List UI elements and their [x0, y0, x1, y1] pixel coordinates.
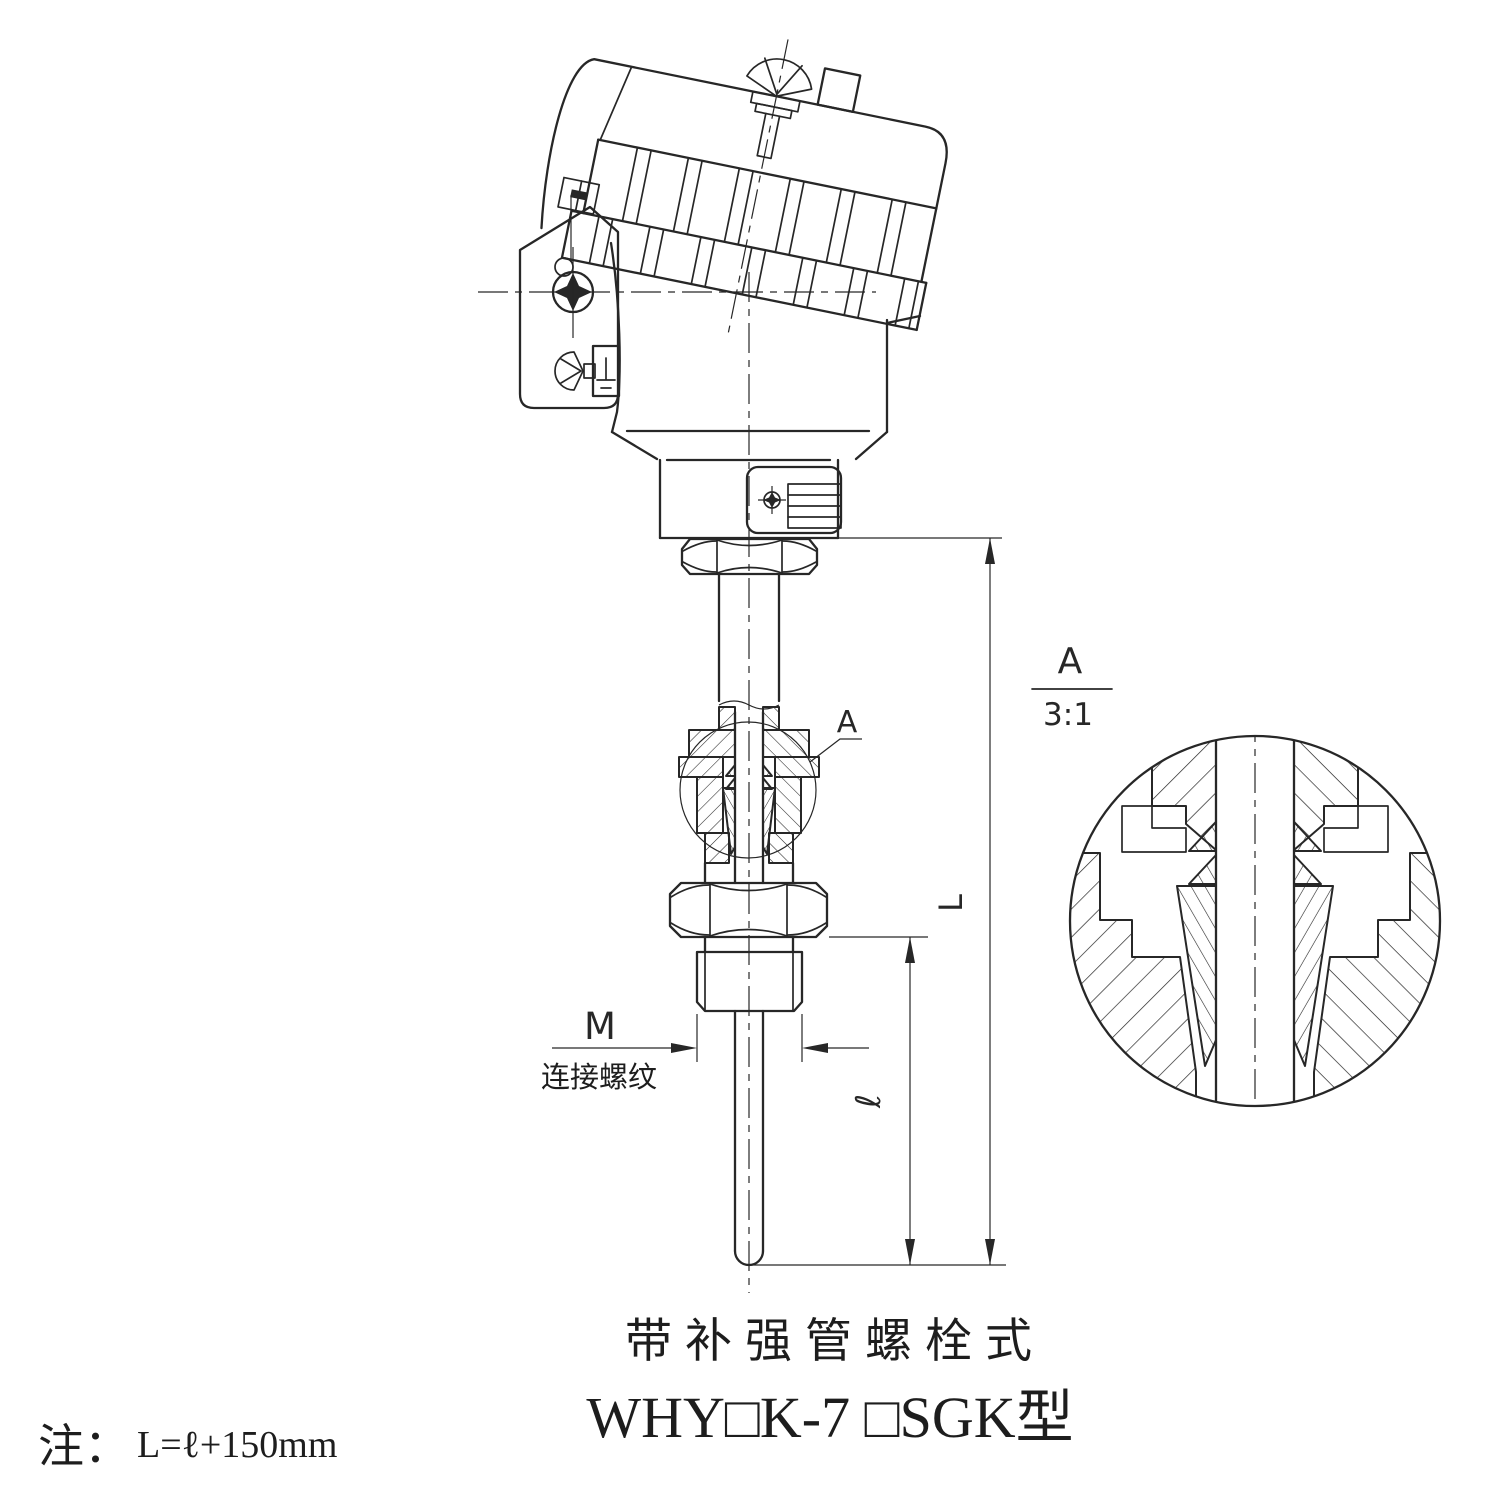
thread-depth-lines	[704, 951, 794, 1011]
detail-spacer-outline	[1121, 805, 1187, 853]
detail-section-content	[1070, 736, 1440, 1106]
detail-leader-line	[809, 738, 862, 763]
gland-collar-section	[704, 832, 730, 864]
hex-nut-upper	[680, 537, 819, 576]
nut-facets	[709, 882, 788, 938]
hex-nut-lower	[668, 881, 829, 939]
detail-gland-section	[1137, 736, 1217, 851]
wing-screw-ribs	[763, 57, 803, 96]
process-thread-bushing	[695, 950, 804, 1062]
detail-scale-label: 3:1	[1043, 697, 1093, 733]
note-prefix: 注：	[38, 1421, 130, 1472]
arrow-up-icon	[905, 937, 915, 963]
ground-symbol-icon	[596, 357, 616, 389]
dimension-total-length: L	[746, 537, 1006, 1266]
cap-knurl-ribs-upper	[621, 146, 907, 277]
cap-band-right-edge	[920, 207, 938, 284]
thread-extension-lines	[696, 1014, 803, 1062]
cap-band-left-edge	[582, 138, 600, 215]
caption-line2-model: WHY□K-7 □SGK型	[586, 1385, 1073, 1450]
cap-band-top-edge	[597, 138, 938, 210]
body-left-edge	[609, 241, 621, 434]
detail-section-mirror	[1293, 736, 1440, 1106]
detail-body-section	[1070, 852, 1197, 1106]
cover-screw	[746, 57, 813, 160]
wing-lock-ribs	[560, 358, 582, 384]
nut-chamfer-arcs	[670, 883, 827, 937]
body-cap-join	[885, 314, 922, 325]
cap-axis-centerline	[726, 39, 789, 340]
label-plate-lines	[787, 494, 842, 518]
arrow-down-icon	[905, 1239, 915, 1265]
arrow-right-icon	[671, 1043, 697, 1053]
head-body	[609, 241, 922, 540]
nameplate	[745, 465, 843, 535]
note-formula: L=ℓ+150mm	[137, 1424, 337, 1466]
gland-body-section	[696, 776, 724, 834]
compression-gland-section: A	[678, 705, 862, 954]
wing-screw-head-icon	[746, 58, 813, 98]
nut-outline	[668, 881, 829, 939]
bushing-outline	[695, 950, 804, 1013]
dimension-M: M 连接螺纹	[541, 1005, 869, 1094]
cap-post	[816, 67, 862, 113]
lug-screw-axis	[574, 180, 583, 212]
cap-skirt-left-edge	[560, 209, 573, 259]
body-taper-edges	[610, 430, 889, 461]
nut-chamfer-arcs	[682, 539, 817, 574]
hinge-bracket	[518, 195, 621, 410]
cap-skirt-right-edge	[915, 281, 928, 332]
dimension-insertion-length: ℓ	[829, 936, 928, 1265]
insertion-length-label: ℓ	[849, 1094, 889, 1109]
caption-line1: 带补强管螺栓式	[625, 1316, 1045, 1368]
wing-lock-stem	[583, 363, 596, 379]
gland-flange-section	[678, 756, 724, 778]
detail-title-label: A	[1058, 641, 1083, 682]
ferrule-teeth	[725, 764, 736, 790]
terminal-head-cap	[540, 39, 948, 340]
total-length-label: L	[932, 894, 970, 912]
detail-view-A: A 3:1	[1031, 641, 1442, 1108]
thread-caption-label: 连接螺纹	[541, 1061, 657, 1094]
cap-face-edge	[599, 66, 633, 141]
screw-shank	[756, 112, 781, 160]
arrow-down-icon	[985, 1239, 995, 1265]
detail-circle-marker	[679, 721, 817, 859]
gland-cap-section	[688, 729, 736, 758]
nut-outline	[680, 537, 819, 576]
centerlines	[478, 272, 876, 1293]
detail-boundary-circle	[1068, 734, 1442, 1108]
cap-dome-outline	[540, 58, 948, 230]
wing-lock-screw-icon	[554, 351, 584, 391]
reinforce-tube-wall-section	[718, 706, 736, 731]
caption-block: 带补强管螺栓式 WHY□K-7 □SGK型	[586, 1316, 1073, 1450]
nut-facets	[716, 538, 783, 575]
detail-callout-label: A	[837, 705, 858, 740]
thread-size-label: M	[584, 1005, 616, 1048]
arrow-left-icon	[802, 1043, 828, 1053]
nameplate-screw-crosshair	[758, 486, 786, 514]
note-block: 注： L=ℓ+150mm	[38, 1421, 337, 1472]
screw-collar	[754, 102, 793, 120]
gland-section-mirror	[761, 705, 821, 954]
arrow-up-icon	[985, 538, 995, 564]
